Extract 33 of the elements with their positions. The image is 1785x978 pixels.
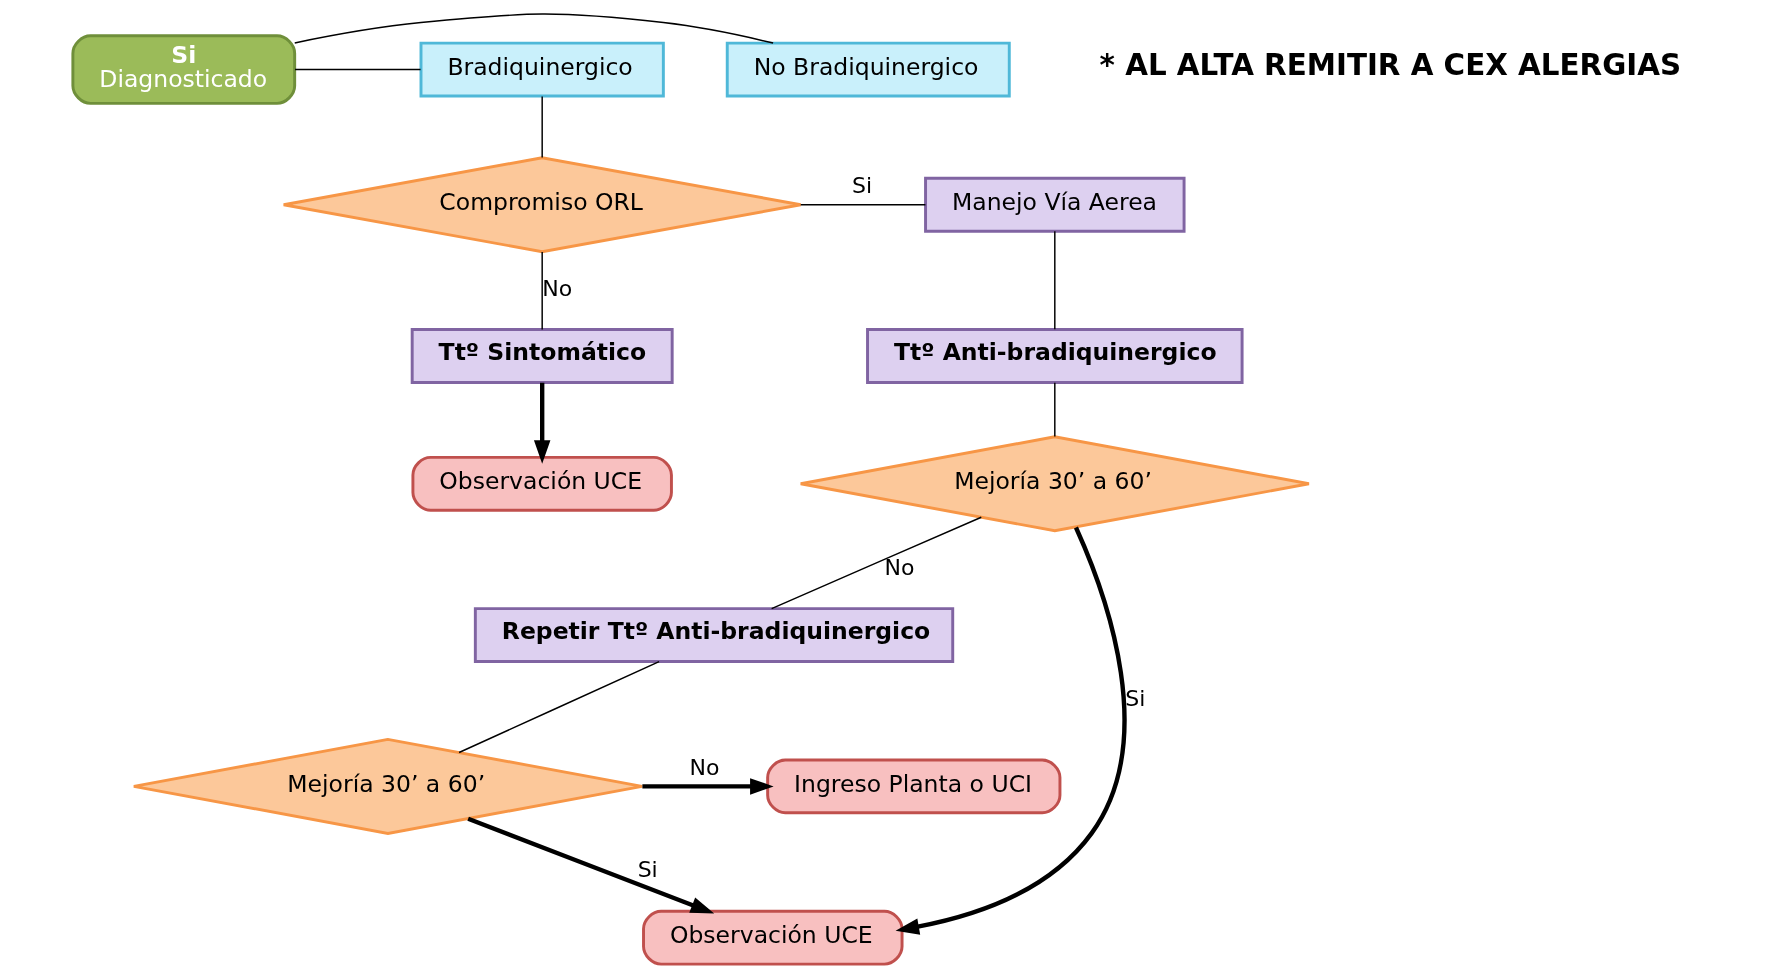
node-box: Observación UCE xyxy=(411,455,673,512)
connector xyxy=(458,660,660,754)
edge-label: Si xyxy=(1125,685,1146,711)
node-diamond: Mejoría 30’ a 60’ xyxy=(799,435,1311,533)
connector xyxy=(1054,382,1056,438)
node-diamond: Mejoría 30’ a 60’ xyxy=(132,737,644,835)
node-box: Observación UCE xyxy=(642,909,904,966)
node-box: No Bradiquinergico xyxy=(725,41,1011,98)
connector xyxy=(294,13,774,44)
node-box: Repetir Ttº Anti-bradiquinergico xyxy=(473,607,955,663)
node-box: Bradiquinergico xyxy=(419,41,665,98)
connector xyxy=(770,516,983,610)
arrow xyxy=(533,382,551,464)
connector xyxy=(1054,230,1056,330)
edge-label: Si xyxy=(852,172,873,198)
node-box: Ingreso Planta o UCI xyxy=(766,758,1062,815)
node-diamond: Compromiso ORL xyxy=(282,156,803,254)
edge-label: No xyxy=(542,275,573,301)
node-box: Ttº Anti-bradiquinergico xyxy=(866,328,1244,384)
connector xyxy=(800,204,927,206)
arrow xyxy=(642,778,774,795)
edge-label: No xyxy=(884,554,915,580)
node-box: Manejo Vía Aerea xyxy=(924,176,1186,233)
node-box: Ttº Sintomático xyxy=(410,328,674,384)
connector xyxy=(541,251,543,331)
label: * AL ALTA REMITIR A CEX ALERGIAS xyxy=(1099,48,1682,83)
connector xyxy=(541,95,543,159)
edge-label: Si xyxy=(637,857,658,883)
edge-label: No xyxy=(689,754,720,780)
arrow xyxy=(467,816,715,914)
node-box: Si Diagnosticado xyxy=(71,34,297,105)
connector xyxy=(294,68,422,71)
arrow xyxy=(895,526,1127,935)
